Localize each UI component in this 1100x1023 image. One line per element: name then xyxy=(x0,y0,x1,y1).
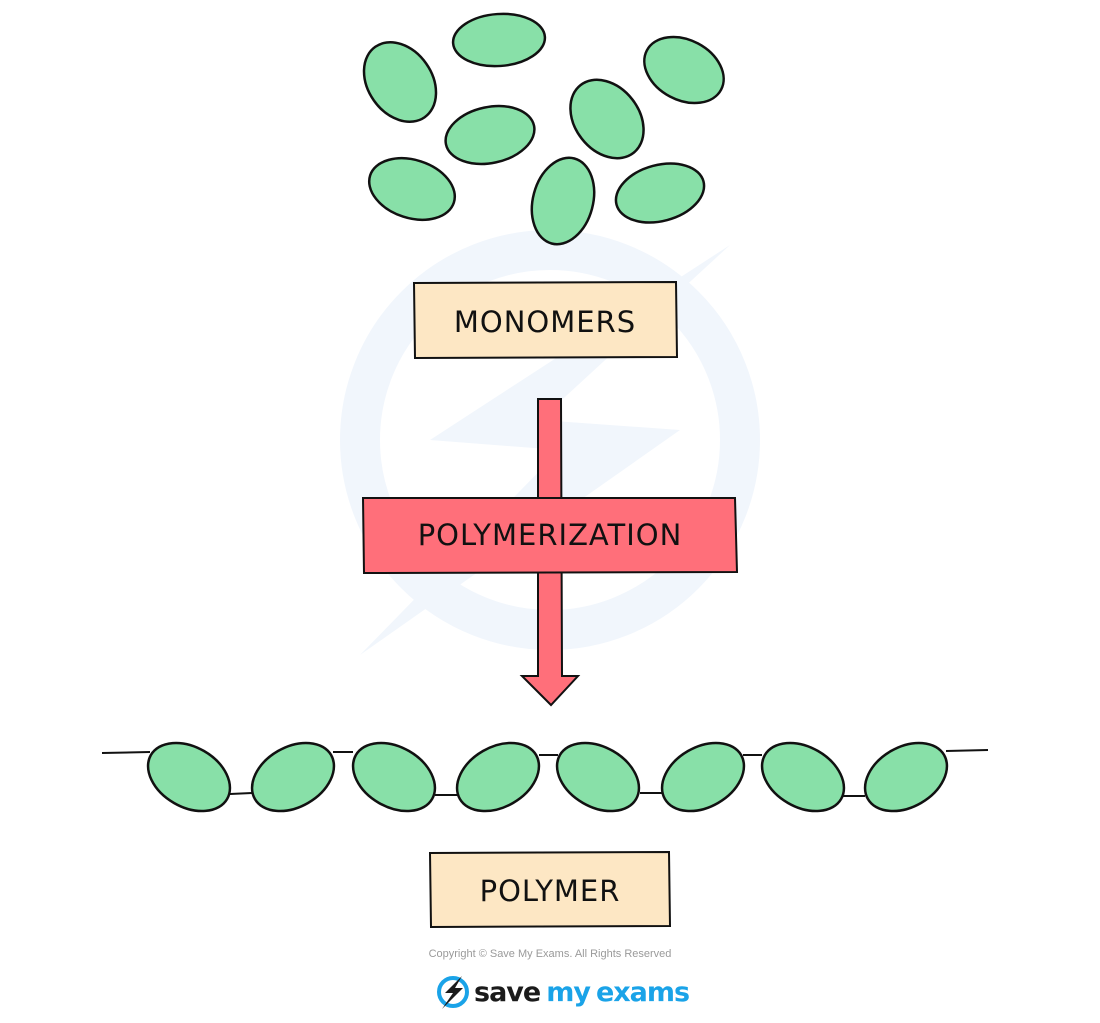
copyright-text: Copyright © Save My Exams. All Rights Re… xyxy=(428,948,672,960)
polymerization-label-box: POLYMERIZATION xyxy=(361,497,739,575)
monomer xyxy=(569,78,645,160)
polymer-label: POLYMER xyxy=(480,874,621,908)
polymer-unit xyxy=(351,741,437,813)
logo-word-exams: exams xyxy=(595,976,690,1008)
logo-word-my: my xyxy=(546,976,591,1008)
monomer xyxy=(614,162,706,224)
lightning-bolt-icon xyxy=(437,976,469,1009)
polymer-label-box: POLYMER xyxy=(428,850,672,929)
monomer xyxy=(530,156,596,246)
polymer-unit xyxy=(660,741,746,813)
polymer-unit xyxy=(760,741,846,813)
polymer-unit xyxy=(250,741,336,813)
polymer-unit xyxy=(455,741,541,813)
monomer xyxy=(444,104,536,166)
monomer xyxy=(643,35,725,105)
polymerization-label: POLYMERIZATION xyxy=(418,518,683,552)
polymer-unit xyxy=(146,741,232,813)
logo-word-save: save xyxy=(474,976,541,1008)
monomer xyxy=(362,41,438,123)
monomers-group xyxy=(362,12,725,246)
polymer-unit xyxy=(555,741,641,813)
monomer xyxy=(367,156,457,222)
polymer-chain xyxy=(101,741,989,813)
monomers-label: MONOMERS xyxy=(454,305,636,339)
monomer xyxy=(451,12,547,68)
polymer-unit xyxy=(863,741,949,813)
save-my-exams-logo: save my exams xyxy=(436,972,690,1012)
monomers-label-box: MONOMERS xyxy=(412,280,679,360)
